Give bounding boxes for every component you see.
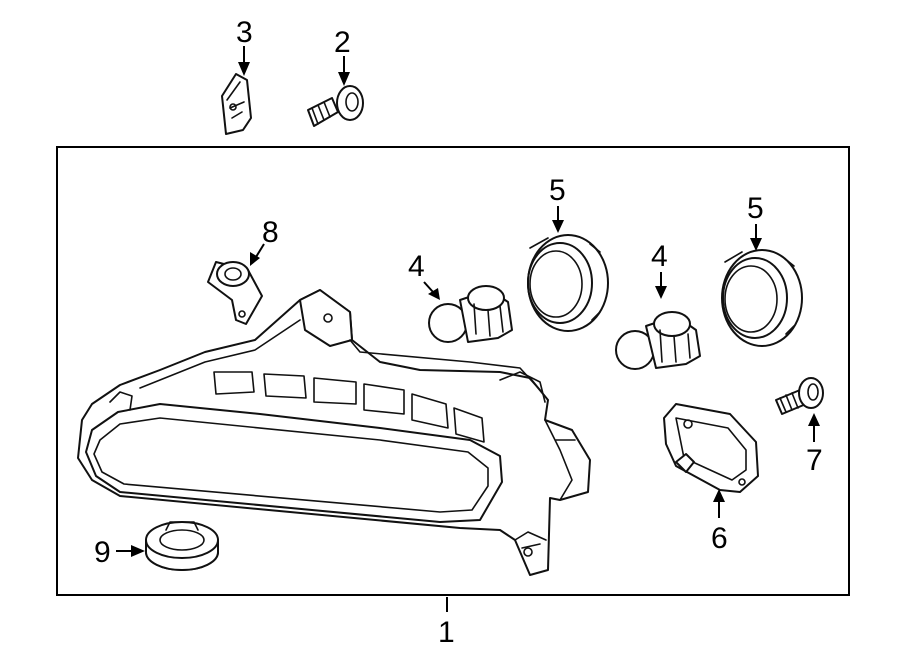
callout-label: 1 [438,616,455,649]
bracket-part [207,261,263,325]
callout-9: 9 [94,536,145,569]
assembly-frame [56,146,850,596]
grommet-part [145,521,219,571]
callout-6: 6 [711,489,728,555]
callout-7: 7 [806,413,823,477]
callout-label: 5 [747,192,764,225]
socket-ring-left [527,234,609,332]
callout-label: 5 [549,174,566,207]
fog-lamp-housing [77,289,591,576]
callout-4-right: 4 [651,240,668,299]
bulb-part-right [615,311,701,370]
callout-label: 8 [262,216,279,249]
callout-label: 2 [334,26,351,59]
callout-label: 7 [806,444,823,477]
screw-part [307,85,364,127]
callout-2: 2 [334,26,351,86]
callout-label: 4 [651,240,668,273]
bulb-part-left [428,285,513,343]
callout-3: 3 [236,16,253,76]
screw-part-small [775,377,824,415]
callout-label: 6 [711,522,728,555]
callout-label: 3 [236,16,253,49]
callout-5-left: 5 [549,174,566,233]
callout-label: 4 [408,250,425,283]
socket-ring-right [721,249,803,347]
callout-4-left: 4 [408,250,440,300]
callout-8: 8 [250,216,279,266]
callout-5-right: 5 [747,192,764,251]
clip-part [221,73,252,135]
callout-1: 1 [438,597,455,649]
ballast-module [663,403,759,493]
callout-label: 9 [94,536,111,569]
